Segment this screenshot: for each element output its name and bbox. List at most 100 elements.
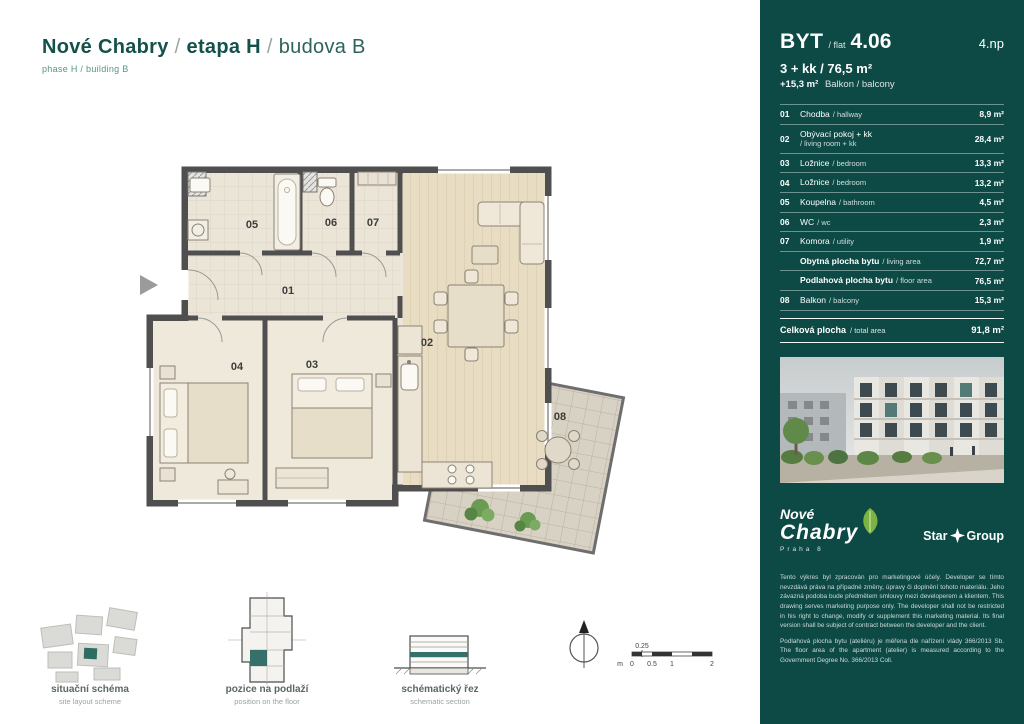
logo-text-nove: Nové bbox=[780, 505, 815, 522]
row-number: 06 bbox=[780, 216, 790, 227]
room-name-en: / bedroom bbox=[832, 158, 867, 168]
scale-quarter-label: 0.25 bbox=[635, 643, 649, 650]
table-row: 02 Obývací pokoj + kk/ living room + kk … bbox=[780, 125, 1004, 154]
room-name-cz: WC bbox=[800, 216, 815, 227]
summary-name-en: / floor area bbox=[896, 276, 932, 286]
living-room-furniture bbox=[433, 201, 545, 362]
building-render-image bbox=[780, 356, 1004, 483]
total-name-cz: Celková plocha bbox=[780, 325, 847, 336]
nove-chabry-logo: Nové Chabry Praha 8 bbox=[780, 505, 878, 554]
logo-text-praha: Praha 8 bbox=[780, 545, 824, 553]
room-name-en: / balcony bbox=[829, 296, 860, 305]
legend-label-en: position on the floor bbox=[234, 697, 300, 706]
table-row: 05 Koupelna/ bathroom 4,5 m² bbox=[780, 193, 1004, 213]
utility-shelves bbox=[357, 171, 397, 186]
floor-position-thumbnail bbox=[228, 592, 306, 688]
legal-disclaimer: Tento výkres byl zpracován pro marketing… bbox=[780, 573, 1004, 665]
room-label-02: 02 bbox=[421, 337, 433, 349]
site-layout-thumbnail bbox=[40, 607, 138, 683]
page-subtitle: phase H / building B bbox=[42, 64, 129, 74]
scale-unit-label: m bbox=[617, 661, 623, 668]
room-label-05: 05 bbox=[246, 219, 258, 231]
summary-area: 76,5 m² bbox=[974, 275, 1004, 286]
balcony-area-value: +15,3 m² bbox=[780, 79, 819, 90]
room-label-08: 08 bbox=[554, 411, 566, 423]
room-label-07: 07 bbox=[367, 217, 379, 229]
area-table: 01 Chodba/ hallway 8,9 m² 02 Obývací pok… bbox=[780, 104, 1004, 343]
flat-header: BYT / flat 4.06 4.np bbox=[780, 30, 1004, 54]
row-number: 03 bbox=[780, 157, 790, 168]
room-area: 2,3 m² bbox=[979, 216, 1004, 227]
logo-text-star: Star bbox=[923, 528, 948, 543]
balcony-furniture bbox=[536, 430, 580, 470]
legal-paragraph-2: Podlahová plocha bytu (ateliéru) je měře… bbox=[780, 637, 1004, 664]
balcony-plants bbox=[464, 499, 541, 532]
total-name-en: / total area bbox=[850, 325, 886, 335]
legend-site-layout: situační schéma site layout scheme bbox=[15, 684, 165, 706]
legend-label-en: site layout scheme bbox=[58, 697, 122, 706]
room-area: 28,4 m² bbox=[974, 133, 1004, 144]
room-label-06: 06 bbox=[325, 217, 337, 229]
room-name-en: / wc bbox=[817, 217, 831, 227]
room-area: 1,9 m² bbox=[979, 236, 1004, 247]
windows bbox=[146, 166, 552, 507]
total-area: 91,8 m² bbox=[971, 324, 1004, 336]
legend-label-cz: pozice na podlaží bbox=[225, 684, 309, 695]
table-row-floor-area: Podlahová plocha bytu/ floor area 76,5 m… bbox=[780, 271, 1004, 291]
table-row: 06 WC/ wc 2,3 m² bbox=[780, 213, 1004, 233]
shaft bbox=[302, 171, 318, 193]
bedroom-03-furniture bbox=[275, 373, 392, 489]
row-number: 02 bbox=[780, 133, 790, 144]
room-name-cz: Koupelna bbox=[800, 196, 836, 207]
brand-name: Nové Chabry bbox=[42, 36, 169, 58]
table-row: 03 Ložnice/ bedroom 13,3 m² bbox=[780, 154, 1004, 174]
room-name-en: / bedroom bbox=[832, 178, 867, 188]
page-header: Nové Chabry/etapa H/budova B phase H / b… bbox=[42, 36, 366, 74]
bathroom-fixtures bbox=[187, 173, 301, 251]
room-name-cz: Ložnice bbox=[800, 157, 830, 168]
title-separator: / bbox=[174, 36, 181, 58]
room-name-cz: Komora bbox=[800, 236, 830, 247]
table-row-living-area: Obytná plocha bytu/ living area 72,7 m² bbox=[780, 252, 1004, 272]
legend-label-en: schematic section bbox=[410, 697, 470, 706]
balcony-summary: +15,3 m² Balkon / balcony bbox=[780, 79, 1004, 90]
room-area: 13,3 m² bbox=[974, 157, 1004, 168]
room-name-en: / hallway bbox=[832, 110, 862, 119]
room-label-03: 03 bbox=[306, 359, 318, 371]
room-area: 8,9 m² bbox=[979, 109, 1004, 120]
table-row: 04 Ložnice/ bedroom 13,2 m² bbox=[780, 173, 1004, 193]
table-row: 08 Balkon/ balcony 15,3 m² bbox=[780, 291, 1004, 311]
legend-label-cz: schématický řez bbox=[401, 684, 479, 695]
row-number: 07 bbox=[780, 236, 790, 247]
phase-name: etapa H bbox=[186, 36, 261, 58]
schematic-section-thumbnail bbox=[394, 635, 486, 675]
room-area: 13,2 m² bbox=[974, 177, 1004, 188]
flat-number: 4.06 bbox=[850, 30, 892, 53]
title-separator: / bbox=[266, 36, 273, 58]
door-arcs bbox=[187, 252, 387, 343]
balcony-area-label: Balkon / balcony bbox=[824, 79, 895, 90]
scale-one-label: 1 bbox=[670, 661, 674, 668]
floor-plan: 01 02 03 04 05 06 07 08 bbox=[140, 166, 626, 555]
logos-row: Nové Chabry Praha 8 Star Group bbox=[780, 507, 1004, 554]
table-row: 01 Chodba/ hallway 8,9 m² bbox=[780, 105, 1004, 125]
room-name-cz: Chodba bbox=[800, 109, 830, 119]
scale-bar: 0.25 m 0 0.5 1 2 bbox=[617, 643, 714, 668]
room-label-04: 04 bbox=[231, 361, 244, 373]
logo-text-group: Group bbox=[966, 528, 1005, 543]
row-number: 05 bbox=[780, 197, 790, 208]
building-name: budova B bbox=[278, 36, 366, 58]
flat-label-en: / flat bbox=[828, 40, 846, 50]
row-number: 01 bbox=[780, 109, 790, 120]
row-number: 08 bbox=[780, 295, 790, 306]
scale-zero-label: 0 bbox=[630, 661, 634, 668]
room-area: 4,5 m² bbox=[979, 197, 1004, 208]
scale-two-label: 2 bbox=[710, 661, 714, 668]
summary-name-cz: Obytná plocha bytu bbox=[800, 255, 880, 266]
summary-name-cz: Podlahová plocha bytu bbox=[800, 275, 894, 286]
flat-label-byt: BYT bbox=[780, 30, 824, 53]
room-label-01: 01 bbox=[282, 285, 294, 297]
room-area: 15,3 m² bbox=[974, 295, 1004, 306]
page-title: Nové Chabry/etapa H/budova B bbox=[42, 36, 366, 59]
total-area-row: Celková plocha / total area 91,8 m² bbox=[780, 317, 1004, 343]
